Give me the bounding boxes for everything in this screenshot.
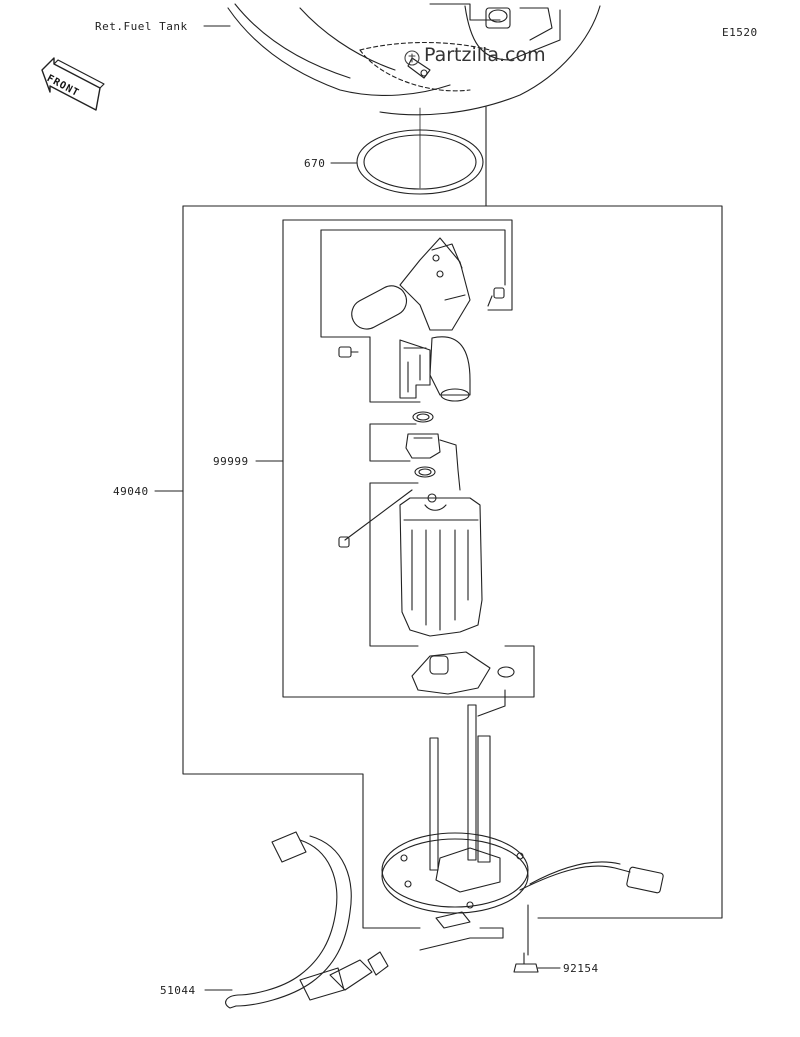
- reservoir-cup: [338, 489, 483, 637]
- regulator-set: [405, 411, 461, 491]
- pump-motor: [351, 237, 471, 402]
- watermark-logo-icon: [404, 50, 420, 66]
- diagram-code: E1520: [722, 26, 758, 39]
- bracket-49040: [154, 106, 723, 929]
- part-51044-hose: [204, 831, 389, 1009]
- bolt-upper: [487, 287, 505, 307]
- part-label-49040[interactable]: 49040: [113, 485, 149, 498]
- strainer: [411, 651, 515, 695]
- fuel-tank: [227, 3, 601, 116]
- part-label-92154[interactable]: 92154: [563, 962, 599, 975]
- watermark: Partzilla.com: [424, 44, 546, 66]
- ref-fuel-tank-label: Ret.Fuel Tank: [95, 20, 188, 33]
- part-label-99999[interactable]: 99999: [213, 455, 249, 468]
- front-arrow-icon: [41, 57, 105, 111]
- part-670-gasket: [330, 107, 484, 195]
- bolt-left: [338, 346, 359, 358]
- part-label-51044[interactable]: 51044: [160, 984, 196, 997]
- pump-flange: [381, 689, 664, 956]
- part-92154-bolt: [513, 952, 561, 973]
- bracket-99999: [255, 219, 535, 698]
- part-label-670[interactable]: 670: [304, 157, 326, 170]
